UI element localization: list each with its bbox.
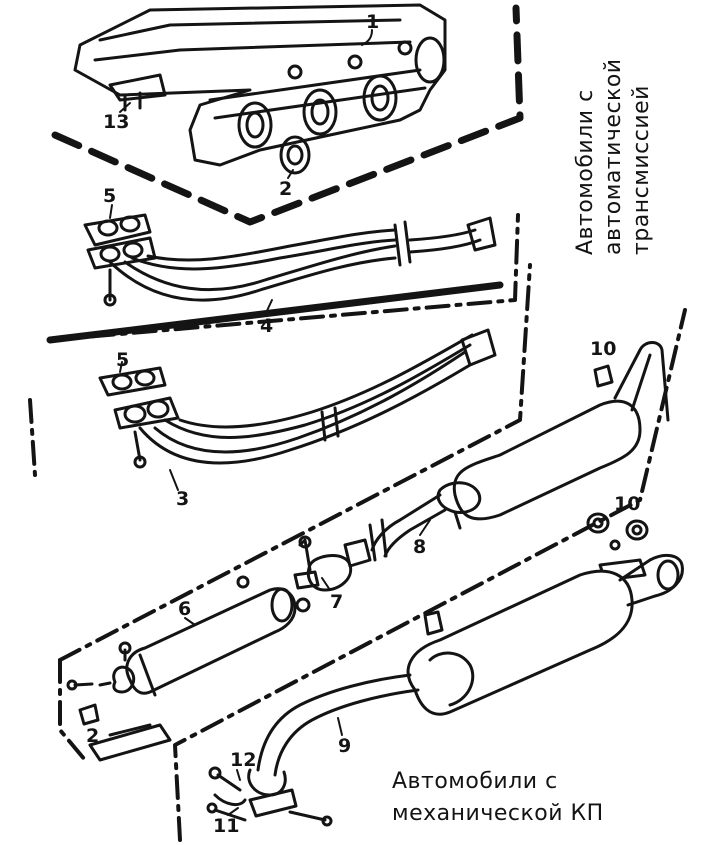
callout-2-bottom: 2: [86, 725, 99, 747]
bolt-clamp-assembly: [206, 766, 247, 822]
exhaust-manifold: [73, 3, 447, 167]
callout-numbers: 1 2 13 5 4 5 3 10 8 10 6 7 2 9 12 11: [86, 11, 640, 837]
caption-automatic-line-3: трансмиссией: [629, 85, 654, 255]
callout-5-mid: 5: [116, 349, 129, 371]
pipe-clamp: [293, 535, 353, 613]
caption-automatic-line-2: автоматической: [601, 58, 626, 255]
callout-7: 7: [330, 591, 343, 613]
callout-10-top: 10: [590, 338, 616, 360]
rubber-ring-set-right: [586, 512, 649, 582]
caption-manual-transmission: Автомобили с механической КП: [392, 769, 604, 826]
callout-5-top: 5: [103, 185, 116, 207]
callout-3: 3: [176, 488, 189, 510]
divider-manual-dashdot: [28, 263, 532, 662]
callout-11: 11: [213, 815, 239, 837]
caption-automatic-transmission: Автомобили с автоматической трансмиссией: [573, 58, 654, 255]
divider-muffler-dashdot: [58, 308, 687, 842]
callout-9: 9: [338, 735, 351, 757]
callout-6: 6: [178, 598, 191, 620]
caption-automatic-line-1: Автомобили с: [573, 89, 598, 255]
caption-manual-line-1: Автомобили с: [392, 769, 558, 794]
callout-1: 1: [366, 11, 379, 33]
callout-12: 12: [230, 749, 256, 771]
divider-automatic-dashdot: [48, 213, 520, 342]
callout-13: 13: [103, 111, 129, 133]
front-pipe-automatic: [83, 213, 497, 307]
callout-8: 8: [413, 536, 426, 558]
callout-4: 4: [260, 315, 273, 337]
callout-10-right: 10: [614, 493, 640, 515]
resonator-pipe: [66, 587, 297, 726]
manifold-gasket: [279, 135, 311, 175]
nut-near-pipe: [236, 575, 250, 589]
region-dividers: [28, 4, 687, 842]
rear-muffler: [247, 553, 684, 827]
gasket-and-shield-bottom: [88, 723, 172, 762]
caption-manual-line-2: механической КП: [392, 801, 604, 826]
divider-automatic-solid: [46, 281, 504, 344]
rubber-cushion-top: [593, 364, 614, 388]
front-muffler-pipe: [343, 341, 670, 568]
callout-leaders: [109, 29, 431, 816]
divider-manifold-dashed: [51, 4, 524, 226]
front-pipe-manual: [98, 328, 497, 469]
callout-2-top: 2: [279, 178, 292, 200]
rubber-cushion-middle: [423, 610, 444, 636]
